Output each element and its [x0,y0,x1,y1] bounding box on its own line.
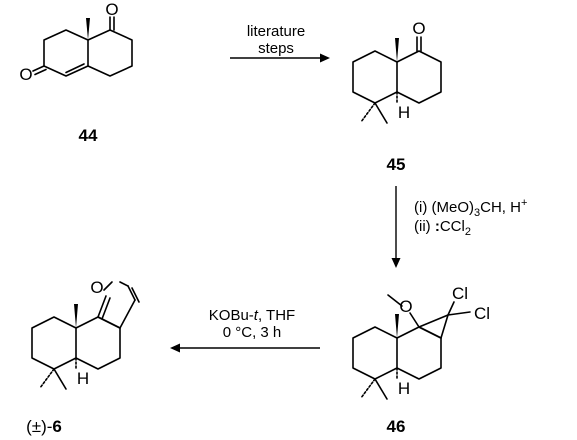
step3-conditions-line2: 0 °C, 3 h [223,324,282,341]
atom-cl-1: Cl [452,284,468,303]
atom-o-ketone-45: O [412,19,425,38]
atom-o-methoxy: O [399,297,412,316]
compound-label-45: 45 [387,155,406,174]
atom-o-ketone-1: O [105,0,118,19]
compound-label-44: 44 [79,126,98,145]
step1-conditions-line2: steps [258,40,294,57]
step2-conditions-line2: (ii) :CCl2 [414,218,471,238]
step1-conditions-line1: literature [247,23,305,40]
compound-44-structure: O O [19,0,133,84]
atom-o-enone: O [19,65,32,84]
compound-label-6: (±)-6 [26,417,62,436]
compound-label-46: 46 [387,417,406,436]
atom-h-6: H [77,369,89,388]
reaction-arrow-step3 [170,343,320,353]
atom-o-furan: O [90,278,103,297]
compound-46-structure: O Cl Cl H [352,284,490,400]
step2-conditions-line1: (i) (MeO)3CH, H+ [414,197,527,219]
atom-h-46: H [398,379,410,398]
compound-45-structure: O H [352,19,442,124]
reaction-arrow-step1 [230,53,330,63]
atom-cl-2: Cl [474,304,490,323]
reaction-arrow-step2 [391,186,401,268]
compound-6-structure: O H [31,278,140,390]
atom-h-45: H [398,103,410,122]
step3-conditions-line1: KOBu-t, THF [209,307,295,324]
